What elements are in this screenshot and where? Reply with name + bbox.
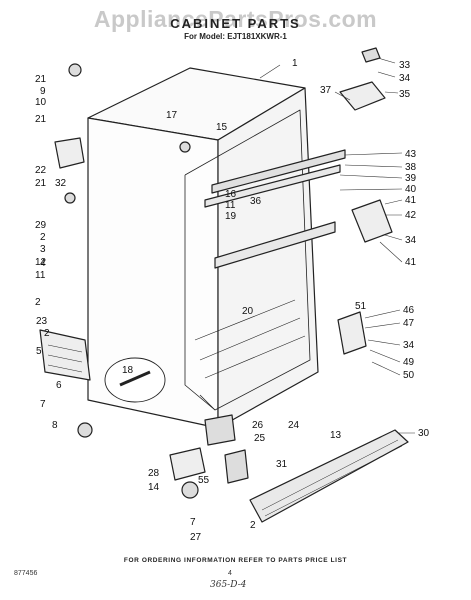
part-label: 28 [148,468,160,479]
cabinet-liner [184,109,311,411]
part-label: 36 [250,196,262,207]
lower-hinge [337,311,367,355]
part-label: 35 [399,89,411,100]
top-hinge [339,81,386,111]
defrost-heater [39,329,91,381]
part-label: 17 [166,110,178,121]
figure-code: 877456 [14,570,38,577]
part-label: 2 [250,520,256,531]
part-label: 39 [405,173,417,184]
part-label: 25 [254,433,266,444]
part-label: 23 [36,316,48,327]
shelf-rail [204,164,341,208]
part-label: 42 [405,210,417,221]
part-label: 51 [355,301,367,312]
part-label: 2 [44,328,50,339]
part-label: 34 [405,235,417,246]
part-label: 22 [35,165,47,176]
part-label: 30 [418,428,430,439]
part-label: 32 [55,178,67,189]
thermostat-housing [54,137,85,169]
part-label: 12 [35,257,47,268]
part-label: 50 [403,370,415,381]
part-label: 38 [405,162,417,173]
part-label: 20 [242,306,254,317]
part-label: 6 [56,380,62,391]
cabinet-side-face [217,87,319,429]
part-label: 34 [403,340,415,351]
cabinet-front-rail [211,149,346,194]
part-label: 49 [403,357,415,368]
part-label: 24 [288,420,300,431]
part-label: 29 [35,220,47,231]
part-label: 27 [190,532,202,543]
part-label: 11 [35,270,46,281]
diagram-title: CABINET PARTS [170,16,301,31]
part-label: 13 [330,430,342,441]
part-label: 8 [52,420,58,431]
front-roller [169,447,206,481]
part-labels: 1 33 34 35 37 21 9 10 17 15 21 22 21 32 … [35,58,430,543]
part-label: 47 [403,318,415,329]
part-label: 37 [320,85,332,96]
center-hinge [351,199,393,243]
part-label: 26 [252,420,264,431]
part-label: 2 [40,232,46,243]
part-label: 1 [292,58,298,69]
toe-grille [249,429,409,523]
part-label: 55 [198,475,210,486]
part-label: 33 [399,60,411,71]
shelf-rail-lower [214,221,336,269]
page-number: 4 [228,570,232,577]
part-label: 15 [216,122,228,133]
part-label: 40 [405,184,417,195]
part-label: 46 [403,305,415,316]
model-line: For Model: EJT181XKWR-1 [184,32,287,41]
part-label: 31 [276,459,288,470]
part-label: 7 [40,399,46,410]
part-label: 4 [40,258,46,269]
part-label: 7 [190,517,196,528]
part-label: 19 [225,211,237,222]
part-label: 21 [35,114,47,125]
handwritten-code: 365-D-4 [210,580,247,590]
bracket [224,449,249,484]
part-label: 9 [40,86,46,97]
part-label: 10 [35,97,47,108]
part-label: 34 [399,73,411,84]
part-label: 16 [225,189,237,200]
part-label: 41 [405,195,417,206]
part-label: 5 [36,346,42,357]
part-label: 43 [405,149,417,160]
leveling-leg [204,414,236,446]
part-label: 2 [35,297,41,308]
part-label: 11 [225,200,236,211]
part-label: 14 [148,482,160,493]
part-label: 3 [40,244,46,255]
part-label: 18 [122,365,134,376]
part-label: 21 [35,74,47,85]
part-label: 41 [405,257,417,268]
ordering-note: FOR ORDERING INFORMATION REFER TO PARTS … [123,557,348,564]
watermark: AppliancePartsPros.com [93,6,378,32]
part-label: 21 [35,178,47,189]
